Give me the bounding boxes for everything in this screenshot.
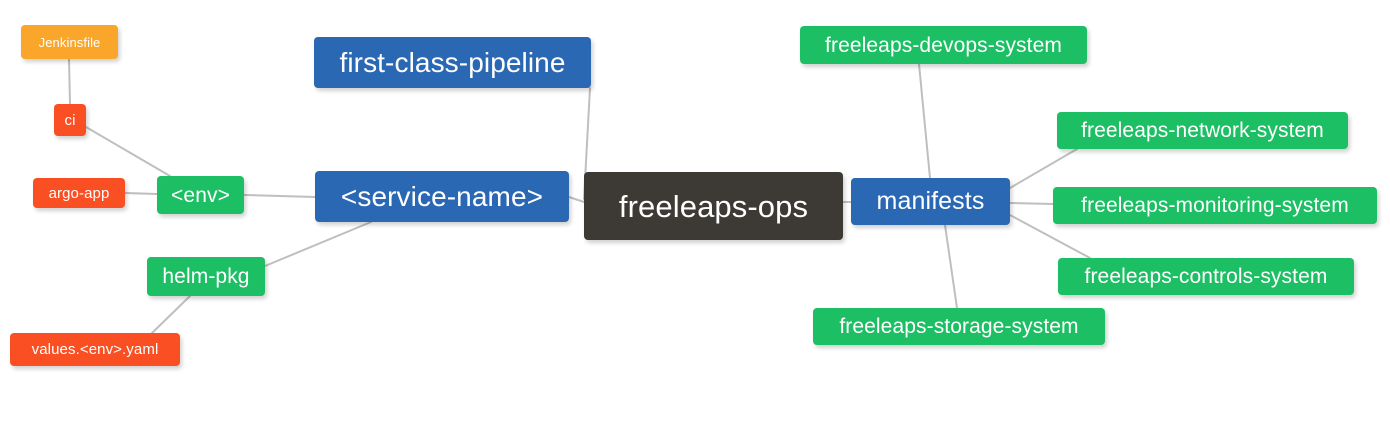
node-network-sys[interactable]: freeleaps-network-system — [1057, 112, 1348, 149]
edge-manifests-to-storage-sys — [944, 224, 958, 309]
node-env[interactable]: <env> — [157, 176, 244, 214]
edge-env-to-ci — [85, 126, 171, 177]
node-manifests[interactable]: manifests — [851, 178, 1010, 225]
edge-env-to-argo-app — [124, 192, 158, 195]
node-ci[interactable]: ci — [54, 104, 86, 136]
node-root[interactable]: freeleaps-ops — [584, 172, 843, 240]
edge-service-name-to-env — [243, 194, 316, 198]
edge-root-to-service-name — [568, 196, 585, 203]
edge-ci-to-jenkinsfile — [68, 58, 71, 105]
node-devops-sys[interactable]: freeleaps-devops-system — [800, 26, 1087, 64]
node-helm-pkg[interactable]: helm-pkg — [147, 257, 265, 296]
edge-manifests-to-monitoring-sys — [1009, 202, 1054, 205]
edge-manifests-to-devops-sys — [918, 63, 931, 179]
node-monitoring-sys[interactable]: freeleaps-monitoring-system — [1053, 187, 1377, 224]
node-argo-app[interactable]: argo-app — [33, 178, 125, 208]
node-jenkinsfile[interactable]: Jenkinsfile — [21, 25, 118, 59]
node-service-name[interactable]: <service-name> — [315, 171, 569, 222]
node-values-yaml[interactable]: values.<env>.yaml — [10, 333, 180, 366]
node-controls-sys[interactable]: freeleaps-controls-system — [1058, 258, 1354, 295]
node-storage-sys[interactable]: freeleaps-storage-system — [813, 308, 1105, 345]
edge-service-name-to-helm-pkg — [264, 221, 372, 267]
node-pipeline[interactable]: first-class-pipeline — [314, 37, 591, 88]
edge-helm-pkg-to-values-yaml — [151, 295, 191, 334]
edge-manifests-to-network-sys — [1009, 148, 1078, 189]
